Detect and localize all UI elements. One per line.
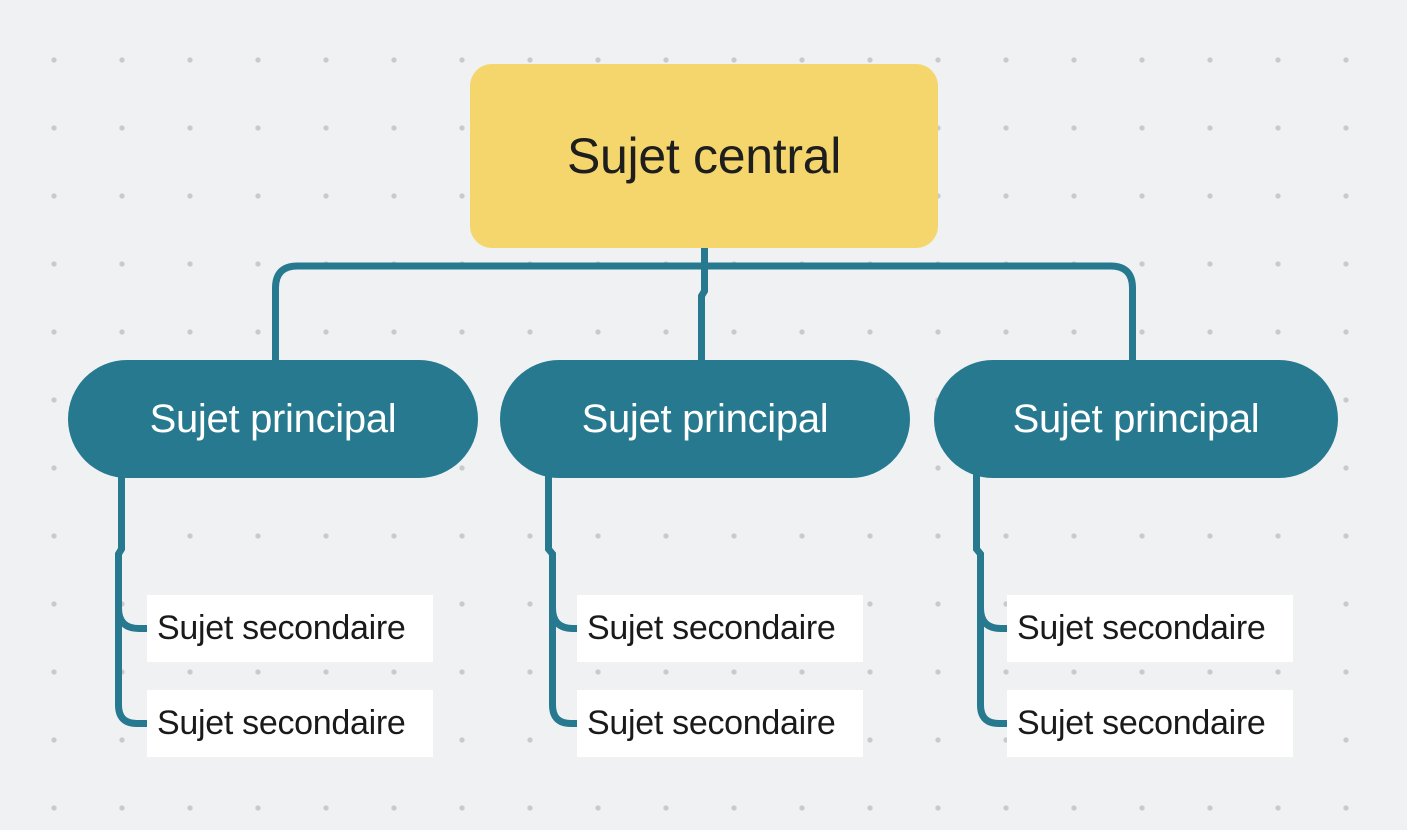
main-topic-node-2[interactable]: Sujet principal: [500, 360, 910, 478]
subtopic-node-3-1[interactable]: Sujet secondaire: [1007, 595, 1293, 662]
connector-branch3-trunk: [973, 474, 1012, 727]
subtopic-node-3-2[interactable]: Sujet secondaire: [1007, 690, 1293, 757]
subtopic-label: Sujet secondaire: [1017, 704, 1266, 742]
main-topic-label: Sujet principal: [149, 396, 397, 441]
subtopic-label: Sujet secondaire: [157, 704, 406, 742]
connector-branch1-trunk: [115, 474, 152, 727]
main-topic-node-1[interactable]: Sujet principal: [68, 360, 478, 478]
connector-branch2-hook: [549, 607, 582, 632]
main-topic-label: Sujet principal: [581, 396, 829, 441]
connector-branch3-hook: [977, 607, 1012, 632]
subtopic-label: Sujet secondaire: [157, 609, 406, 647]
subtopic-node-1-1[interactable]: Sujet secondaire: [147, 595, 433, 662]
subtopic-node-2-2[interactable]: Sujet secondaire: [577, 690, 863, 757]
connector-central-drop: [698, 244, 708, 364]
subtopic-label: Sujet secondaire: [1017, 609, 1266, 647]
subtopic-label: Sujet secondaire: [587, 704, 836, 742]
central-topic-node[interactable]: Sujet central: [470, 64, 938, 248]
subtopic-node-2-1[interactable]: Sujet secondaire: [577, 595, 863, 662]
subtopic-node-1-2[interactable]: Sujet secondaire: [147, 690, 433, 757]
connector-branch1-hook: [115, 607, 152, 632]
connector-branch2-trunk: [545, 474, 582, 727]
subtopic-label: Sujet secondaire: [587, 609, 836, 647]
central-topic-label: Sujet central: [566, 128, 842, 184]
main-topic-node-3[interactable]: Sujet principal: [934, 360, 1338, 478]
main-topic-label: Sujet principal: [1012, 396, 1260, 441]
